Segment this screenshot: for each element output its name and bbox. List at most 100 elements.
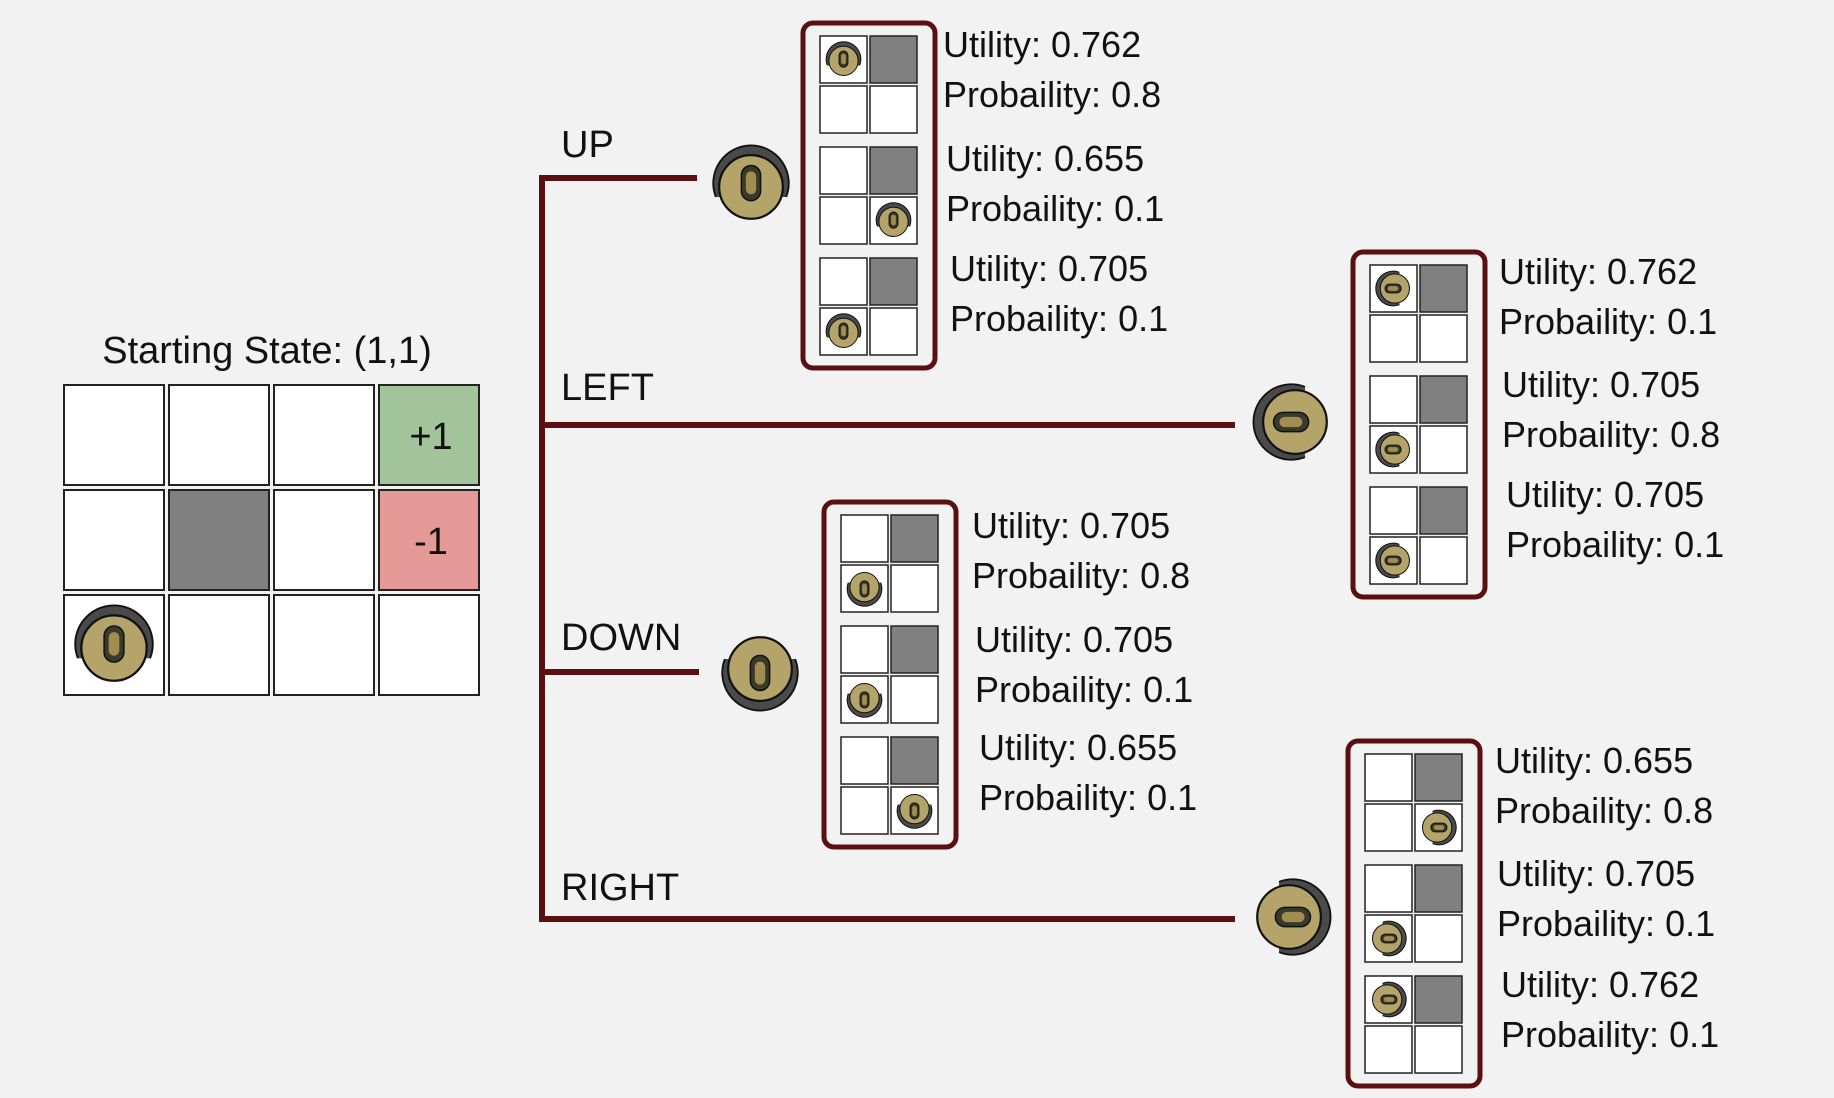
- utility-label: Utility: 0.655: [1495, 740, 1693, 781]
- grid-cell: [819, 257, 868, 306]
- robot-icon: [712, 144, 790, 220]
- grid-cell: [869, 85, 918, 134]
- start-grid: +1 -1: [63, 384, 480, 696]
- grid-cell: [1369, 314, 1418, 363]
- grid-cell: [840, 786, 889, 835]
- mini-grid: [1364, 975, 1463, 1074]
- probability-label: Probaility: 0.1: [1499, 301, 1717, 342]
- grid-cell: [1369, 486, 1418, 535]
- wall-cell: [1414, 975, 1463, 1024]
- utility-label: Utility: 0.655: [946, 138, 1144, 179]
- probability-label: Probaility: 0.8: [972, 555, 1190, 596]
- robot-icon: [721, 636, 799, 712]
- probability-label: Probaility: 0.1: [1497, 903, 1715, 944]
- robot-icon: [846, 683, 883, 718]
- grid-cell: [1419, 314, 1468, 363]
- utility-label: Utility: 0.762: [943, 24, 1141, 65]
- utility-label: Utility: 0.762: [1501, 964, 1699, 1005]
- action-label-down: DOWN: [561, 617, 681, 659]
- wall-cell: [1414, 864, 1463, 913]
- mini-grid: [1364, 864, 1463, 963]
- wall-cell: [890, 514, 939, 563]
- grid-cell: [1364, 803, 1413, 852]
- utility-label: Utility: 0.705: [1506, 474, 1704, 515]
- grid-cell: [890, 564, 939, 613]
- utility-label: Utility: 0.705: [1497, 853, 1695, 894]
- probability-label: Probaility: 0.1: [946, 188, 1164, 229]
- grid-cell: [1364, 1025, 1413, 1074]
- wall-cell: [1419, 375, 1468, 424]
- utility-label: Utility: 0.705: [950, 248, 1148, 289]
- positive-reward-label: +1: [409, 416, 452, 458]
- grid-cell: [168, 594, 270, 696]
- probability-label: Probaility: 0.1: [979, 777, 1197, 818]
- mini-grid: [1369, 375, 1468, 474]
- probability-label: Probaility: 0.1: [1501, 1014, 1719, 1055]
- mini-grid: [819, 257, 918, 356]
- probability-label: Probaility: 0.8: [943, 74, 1161, 115]
- mini-grid: [819, 146, 918, 245]
- utility-label: Utility: 0.705: [972, 505, 1170, 546]
- utility-label: Utility: 0.705: [975, 619, 1173, 660]
- grid-cell: [1364, 753, 1413, 802]
- robot-icon: [1256, 878, 1332, 956]
- goal-cell-negative: [378, 489, 480, 591]
- grid-cell: [840, 514, 889, 563]
- mini-grid: [1364, 753, 1463, 852]
- probability-label: Probaility: 0.8: [1502, 414, 1720, 455]
- mini-grid: [1369, 264, 1468, 363]
- starting-state-title: Starting State: (1,1): [102, 330, 432, 372]
- mini-grid: [840, 736, 939, 835]
- grid-cell: [63, 384, 165, 486]
- robot-icon: [1375, 542, 1410, 579]
- robot-icon: [1372, 920, 1407, 957]
- robot-icon: [875, 202, 912, 237]
- action-label-left: LEFT: [561, 367, 654, 409]
- wall-cell: [869, 35, 918, 84]
- wall-cell: [1419, 486, 1468, 535]
- robot-icon: [825, 41, 862, 76]
- grid-cell: [840, 625, 889, 674]
- grid-cell: [63, 489, 165, 591]
- wall-cell: [1414, 753, 1463, 802]
- grid-cell: [273, 594, 375, 696]
- wall-cell: [890, 625, 939, 674]
- robot-icon: [74, 604, 154, 682]
- robot-icon: [896, 794, 933, 829]
- utility-label: Utility: 0.655: [979, 727, 1177, 768]
- grid-cell: [890, 675, 939, 724]
- robot-icon: [846, 572, 883, 607]
- probability-label: Probaility: 0.1: [1506, 524, 1724, 565]
- grid-cell: [273, 384, 375, 486]
- grid-cell: [1369, 375, 1418, 424]
- grid-cell: [840, 736, 889, 785]
- action-label-up: UP: [561, 124, 614, 166]
- grid-cell: [869, 307, 918, 356]
- grid-cell: [819, 196, 868, 245]
- robot-icon: [74, 604, 154, 682]
- grid-cell: [273, 489, 375, 591]
- grid-cell: [1414, 914, 1463, 963]
- probability-label: Probaility: 0.8: [1495, 790, 1713, 831]
- grid-cell: [819, 146, 868, 195]
- grid-cell: [1419, 425, 1468, 474]
- negative-reward-label: -1: [414, 521, 448, 563]
- utility-label: Utility: 0.705: [1502, 364, 1700, 405]
- mini-grid: [1369, 486, 1468, 585]
- wall-cell: [1419, 264, 1468, 313]
- action-branches: UP LEFT DOWN RIGHT: [539, 124, 1235, 922]
- grid-cell: [1419, 536, 1468, 585]
- robot-icon: [1422, 809, 1457, 846]
- starting-state: Starting State: (1,1) +1 -1: [63, 330, 480, 696]
- robot-icon: [1252, 383, 1328, 461]
- wall-cell: [869, 257, 918, 306]
- robot-icon: [1372, 981, 1407, 1018]
- mini-grid: [840, 625, 939, 724]
- grid-cell: [378, 594, 480, 696]
- grid-cell: [168, 384, 270, 486]
- wall-cell: [890, 736, 939, 785]
